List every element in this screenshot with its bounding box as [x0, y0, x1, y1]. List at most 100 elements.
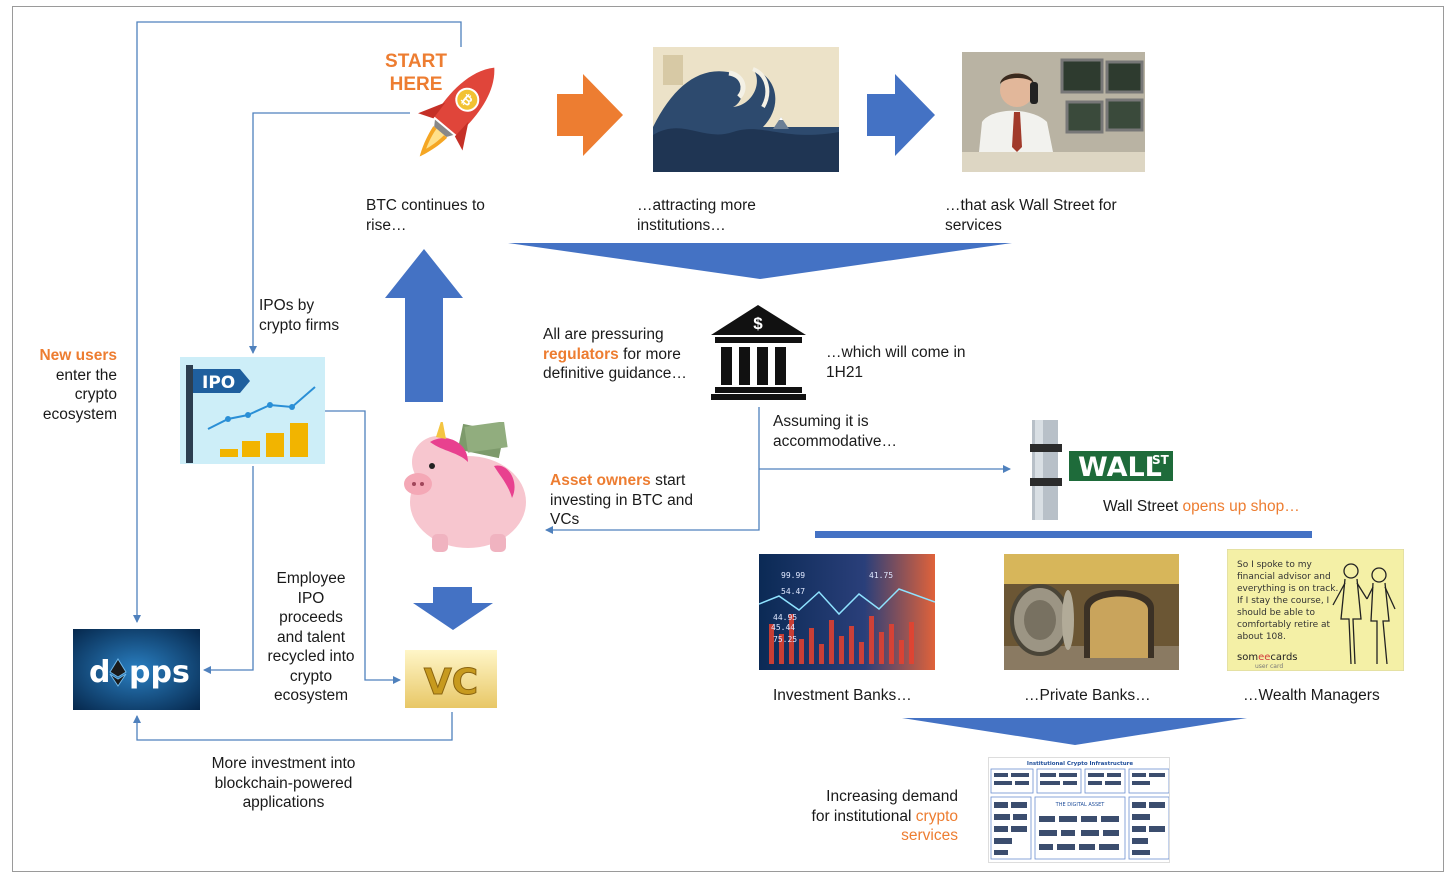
new-users-loop-line — [133, 21, 462, 623]
wide-down-chevron-top — [508, 243, 1012, 279]
wall-street-opens-highlight: opens up shop… — [1182, 498, 1300, 515]
timing-line1: …which will come in — [826, 344, 966, 361]
wall-street-ask-line2: services — [945, 216, 1002, 234]
demand-pre: for institutional — [811, 807, 916, 825]
timing-label: …which will come in 1H21 — [826, 343, 966, 382]
blue-down-arrow — [413, 587, 493, 630]
assuming-label: Assuming it is accommodative… — [773, 412, 897, 451]
ticker-num-3: 54.47 — [781, 587, 805, 596]
ticker-num-4: 45.44 — [771, 623, 795, 632]
start-here-line2: HERE — [389, 74, 443, 95]
trader-icon — [962, 52, 1145, 172]
investment-banks-label: Investment Banks… — [773, 687, 912, 704]
demand-label: Increasing demand for institutional cryp… — [780, 787, 958, 846]
ecard-brand-mid: ee — [1258, 652, 1270, 663]
wealth-managers-label: …Wealth Managers — [1243, 687, 1380, 704]
blue-right-arrow — [867, 74, 935, 156]
bank-to-asset-owners-line — [545, 407, 760, 534]
ipo-chart-icon: IPO — [180, 357, 325, 464]
asset-owners-line3: VCs — [550, 511, 580, 528]
ipo-image: IPO — [180, 357, 325, 464]
more-investment-line2: blockchain-powered — [214, 774, 353, 792]
demand-line3: services — [901, 827, 958, 844]
ipo-to-dapps-line — [203, 466, 254, 674]
ticker-num-6: 75.25 — [773, 635, 797, 644]
ticker-num-1: 99.99 — [781, 571, 805, 580]
wall-sign-suffix: ST — [1152, 453, 1170, 467]
btc-rise-line2: rise… — [366, 216, 407, 234]
infrastructure-map-icon: Institutional Crypto Infrastructure THE … — [990, 761, 1169, 860]
wide-down-chevron-bottom — [902, 718, 1247, 745]
ticker-num-2: 41.75 — [869, 571, 893, 580]
dapps-image: d pps — [73, 629, 200, 710]
orange-right-arrow — [557, 74, 623, 156]
assuming-line2: accommodative… — [773, 432, 898, 450]
ecard-line-2: financial advisor and — [1237, 572, 1331, 582]
demand-line2: for institutional crypto — [780, 807, 958, 827]
dapps-pps: pps — [129, 655, 190, 690]
wall-sign-text: WALL — [1078, 452, 1162, 483]
assuming-line1: Assuming it is — [773, 413, 869, 430]
ecard-line-6: comfortably retire at — [1237, 620, 1331, 630]
dapps-icon: d pps — [73, 629, 200, 710]
infra-center-label: THE DIGITAL ASSET — [1055, 802, 1106, 808]
employee-line5: recycled into — [267, 648, 355, 665]
ipo-flag-text: IPO — [202, 373, 235, 393]
ipos-line2: crypto firms — [259, 316, 340, 334]
vc-icon: VC — [405, 650, 497, 708]
ecard-line-5: should be able to — [1237, 608, 1315, 618]
private-banks-label: …Private Banks… — [1024, 687, 1151, 704]
bank-building-icon: $ — [711, 305, 806, 400]
more-investment-line1: More investment into — [211, 755, 356, 772]
dapps-d: d — [89, 655, 110, 690]
wall-street-ask-line1: …that ask Wall Street for — [945, 197, 1117, 214]
wall-street-trader-image — [962, 52, 1145, 172]
regulators-label: All are pressuring regulators for more d… — [543, 325, 687, 384]
new-users-highlight: New users — [39, 347, 117, 364]
ipo-to-vc-line — [325, 410, 401, 684]
wealth-managers-card: So I spoke to my financial advisor and e… — [1227, 549, 1404, 671]
asset-owners-label: Asset owners start investing in BTC and … — [550, 471, 693, 530]
institutions-line2: institutions… — [637, 216, 726, 234]
vc-to-dapps-line — [133, 712, 453, 741]
demand-line1: Increasing demand — [826, 788, 958, 805]
svg-text:someecards: someecards — [1237, 652, 1298, 663]
wave-icon — [653, 47, 839, 172]
more-investment-label: More investment into blockchain-powered … — [196, 754, 371, 813]
unicorn-piggy-bank-icon — [404, 422, 526, 552]
employee-line6: crypto — [289, 667, 333, 685]
ticker-num-5: 44.95 — [773, 613, 797, 622]
wall-street-opens-label: Wall Street opens up shop… — [1103, 497, 1300, 517]
wall-street-sign: WALL ST — [1030, 420, 1180, 520]
employee-line2: IPO — [297, 589, 325, 607]
more-investment-line3: applications — [242, 794, 325, 811]
new-users-line2: enter the — [55, 366, 117, 384]
institutions-label: …attracting more institutions… — [637, 196, 756, 235]
diagram-frame — [12, 6, 1444, 872]
ecard-brand-tag: user card — [1255, 663, 1283, 670]
ecard-brand-pre: som — [1237, 652, 1258, 663]
bank-dollar-sign: $ — [753, 314, 763, 333]
demand-highlight: crypto — [915, 807, 958, 825]
wall-street-opens-pre: Wall Street — [1103, 498, 1183, 515]
asset-owners-post: start — [650, 472, 686, 489]
trading-screen-icon: 99.99 41.75 54.47 45.44 44.95 75.25 — [759, 554, 935, 670]
vc-image: VC — [405, 650, 497, 708]
street-sign-icon: WALL ST — [1030, 420, 1176, 520]
regulators-line2: regulators for more — [543, 345, 687, 365]
btc-rise-label: BTC continues to rise… — [366, 196, 485, 235]
asset-owners-highlight: Asset owners — [550, 472, 651, 489]
asset-owners-line2: investing in BTC and — [550, 491, 694, 509]
bank-vault-icon — [1004, 554, 1179, 670]
investment-banks-image: 99.99 41.75 54.47 45.44 44.95 75.25 — [759, 554, 935, 670]
wall-street-ask-label: …that ask Wall Street for services — [945, 196, 1117, 235]
employee-line4: and talent — [276, 628, 346, 646]
new-users-line3: crypto — [74, 386, 117, 403]
ipos-line1: IPOs by — [259, 297, 315, 314]
employee-label: Employee IPO proceeds and talent recycle… — [262, 569, 360, 706]
rocket-to-ipo-line — [249, 112, 410, 354]
infra-title: Institutional Crypto Infrastructure — [1027, 761, 1133, 767]
employee-line7: ecosystem — [273, 687, 349, 704]
regulators-line3: definitive guidance… — [543, 365, 687, 382]
asset-owners-line1: Asset owners start — [550, 471, 693, 491]
